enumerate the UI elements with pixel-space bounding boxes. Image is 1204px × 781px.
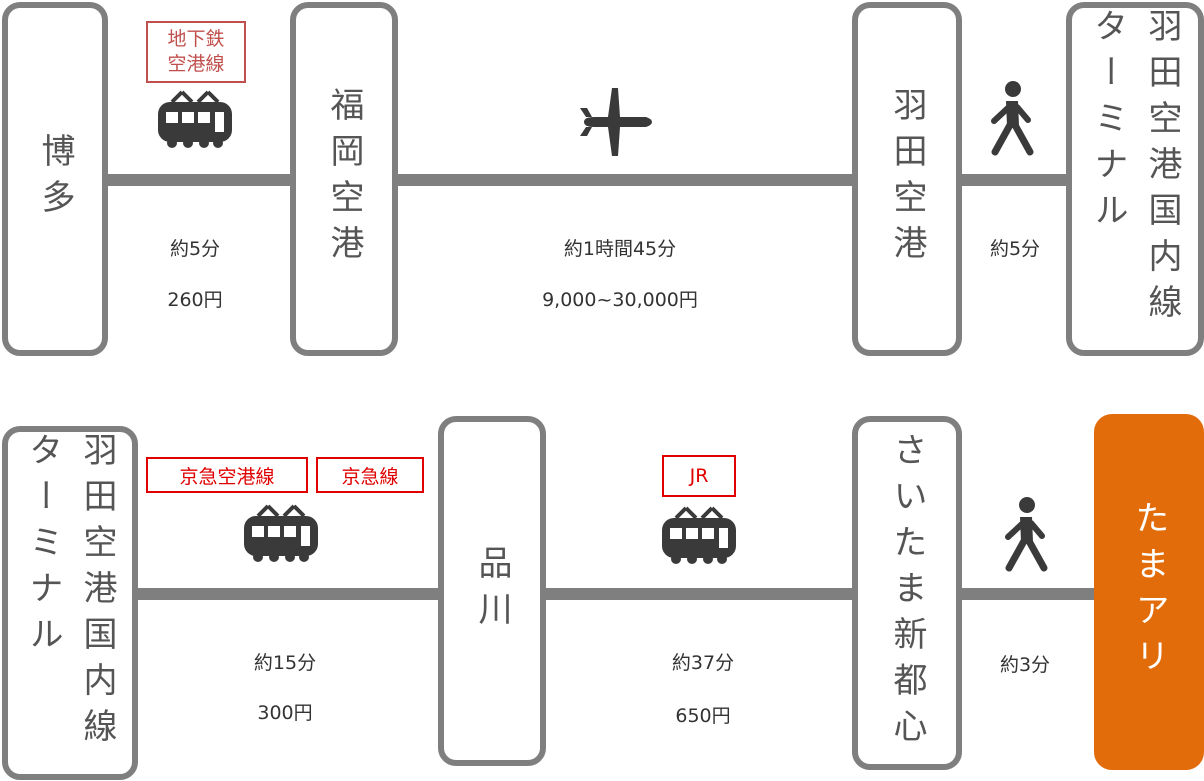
station-saitama-shintoshin: さいたま新都心 <box>852 416 962 770</box>
line-badge-label: 地下鉄 空港線 <box>167 28 225 75</box>
station-label: 博多 <box>35 133 75 225</box>
line-badge-label: 京急線 <box>341 465 399 488</box>
station-label: さいたま新都心 <box>887 432 927 754</box>
route-line-haneda-terminal <box>958 174 1070 186</box>
fare-haneda-shinagawa: 300円 <box>257 702 313 724</box>
travel-time-walk-tama-ari: 約3分 <box>999 654 1051 676</box>
fare-hakata-fukuoka-airport: 260円 <box>167 289 223 311</box>
route-line-saitama-shintoshin-tama-ari <box>958 588 1098 600</box>
fare-shinagawa-saitama-shintoshin: 650円 <box>675 705 731 727</box>
line-badge-jr: JR <box>662 455 736 497</box>
station-haneda-domestic-terminal: 羽田空港国内線ターミナル <box>1066 2 1204 356</box>
line-badge-label: 京急空港線 <box>179 465 275 488</box>
station-label: 福岡空港 <box>324 87 364 271</box>
station-haneda-airport: 羽田空港 <box>852 2 962 356</box>
line-badge-keikyu-airport-line: 京急空港線 <box>146 457 308 493</box>
station-tama-ari: たまアリ <box>1094 414 1204 770</box>
station-label: 羽田空港国内線ターミナル <box>23 432 117 754</box>
train-icon <box>662 506 736 564</box>
station-label: 羽田空港国内線ターミナル <box>1088 8 1182 330</box>
station-label: 羽田空港 <box>887 87 927 271</box>
station-label: たまアリ <box>1129 500 1169 684</box>
travel-time-flight: 約1時間45分 <box>563 238 677 260</box>
walking-person-icon <box>1005 497 1048 572</box>
route-line-haneda-shinagawa <box>132 588 442 600</box>
line-badge-label: JR <box>689 465 709 487</box>
travel-time-walk-haneda: 約5分 <box>989 238 1041 260</box>
line-badge-subway-airport-line: 地下鉄 空港線 <box>146 21 246 83</box>
route-line-fukuoka-airport-haneda <box>394 174 856 186</box>
route-line-hakata-fukuoka-airport <box>104 174 294 186</box>
line-badge-keikyu-line: 京急線 <box>316 457 424 493</box>
fare-flight: 9,000~30,000円 <box>542 289 698 311</box>
station-haneda-domestic-terminal: 羽田空港国内線ターミナル <box>2 426 138 780</box>
train-icon <box>244 504 318 562</box>
station-hakata: 博多 <box>2 2 108 356</box>
travel-time-hakata-fukuoka-airport: 約5分 <box>169 238 221 260</box>
station-label: 品川 <box>472 545 512 637</box>
station-shinagawa: 品川 <box>438 416 546 766</box>
airplane-icon <box>580 88 652 156</box>
walking-person-icon <box>991 81 1034 156</box>
route-line-shinagawa-saitama-shintoshin <box>542 588 856 600</box>
train-icon <box>158 90 232 148</box>
station-fukuoka-airport: 福岡空港 <box>290 2 398 356</box>
travel-time-haneda-shinagawa: 約15分 <box>253 652 317 674</box>
travel-time-shinagawa-saitama-shintoshin: 約37分 <box>671 652 735 674</box>
